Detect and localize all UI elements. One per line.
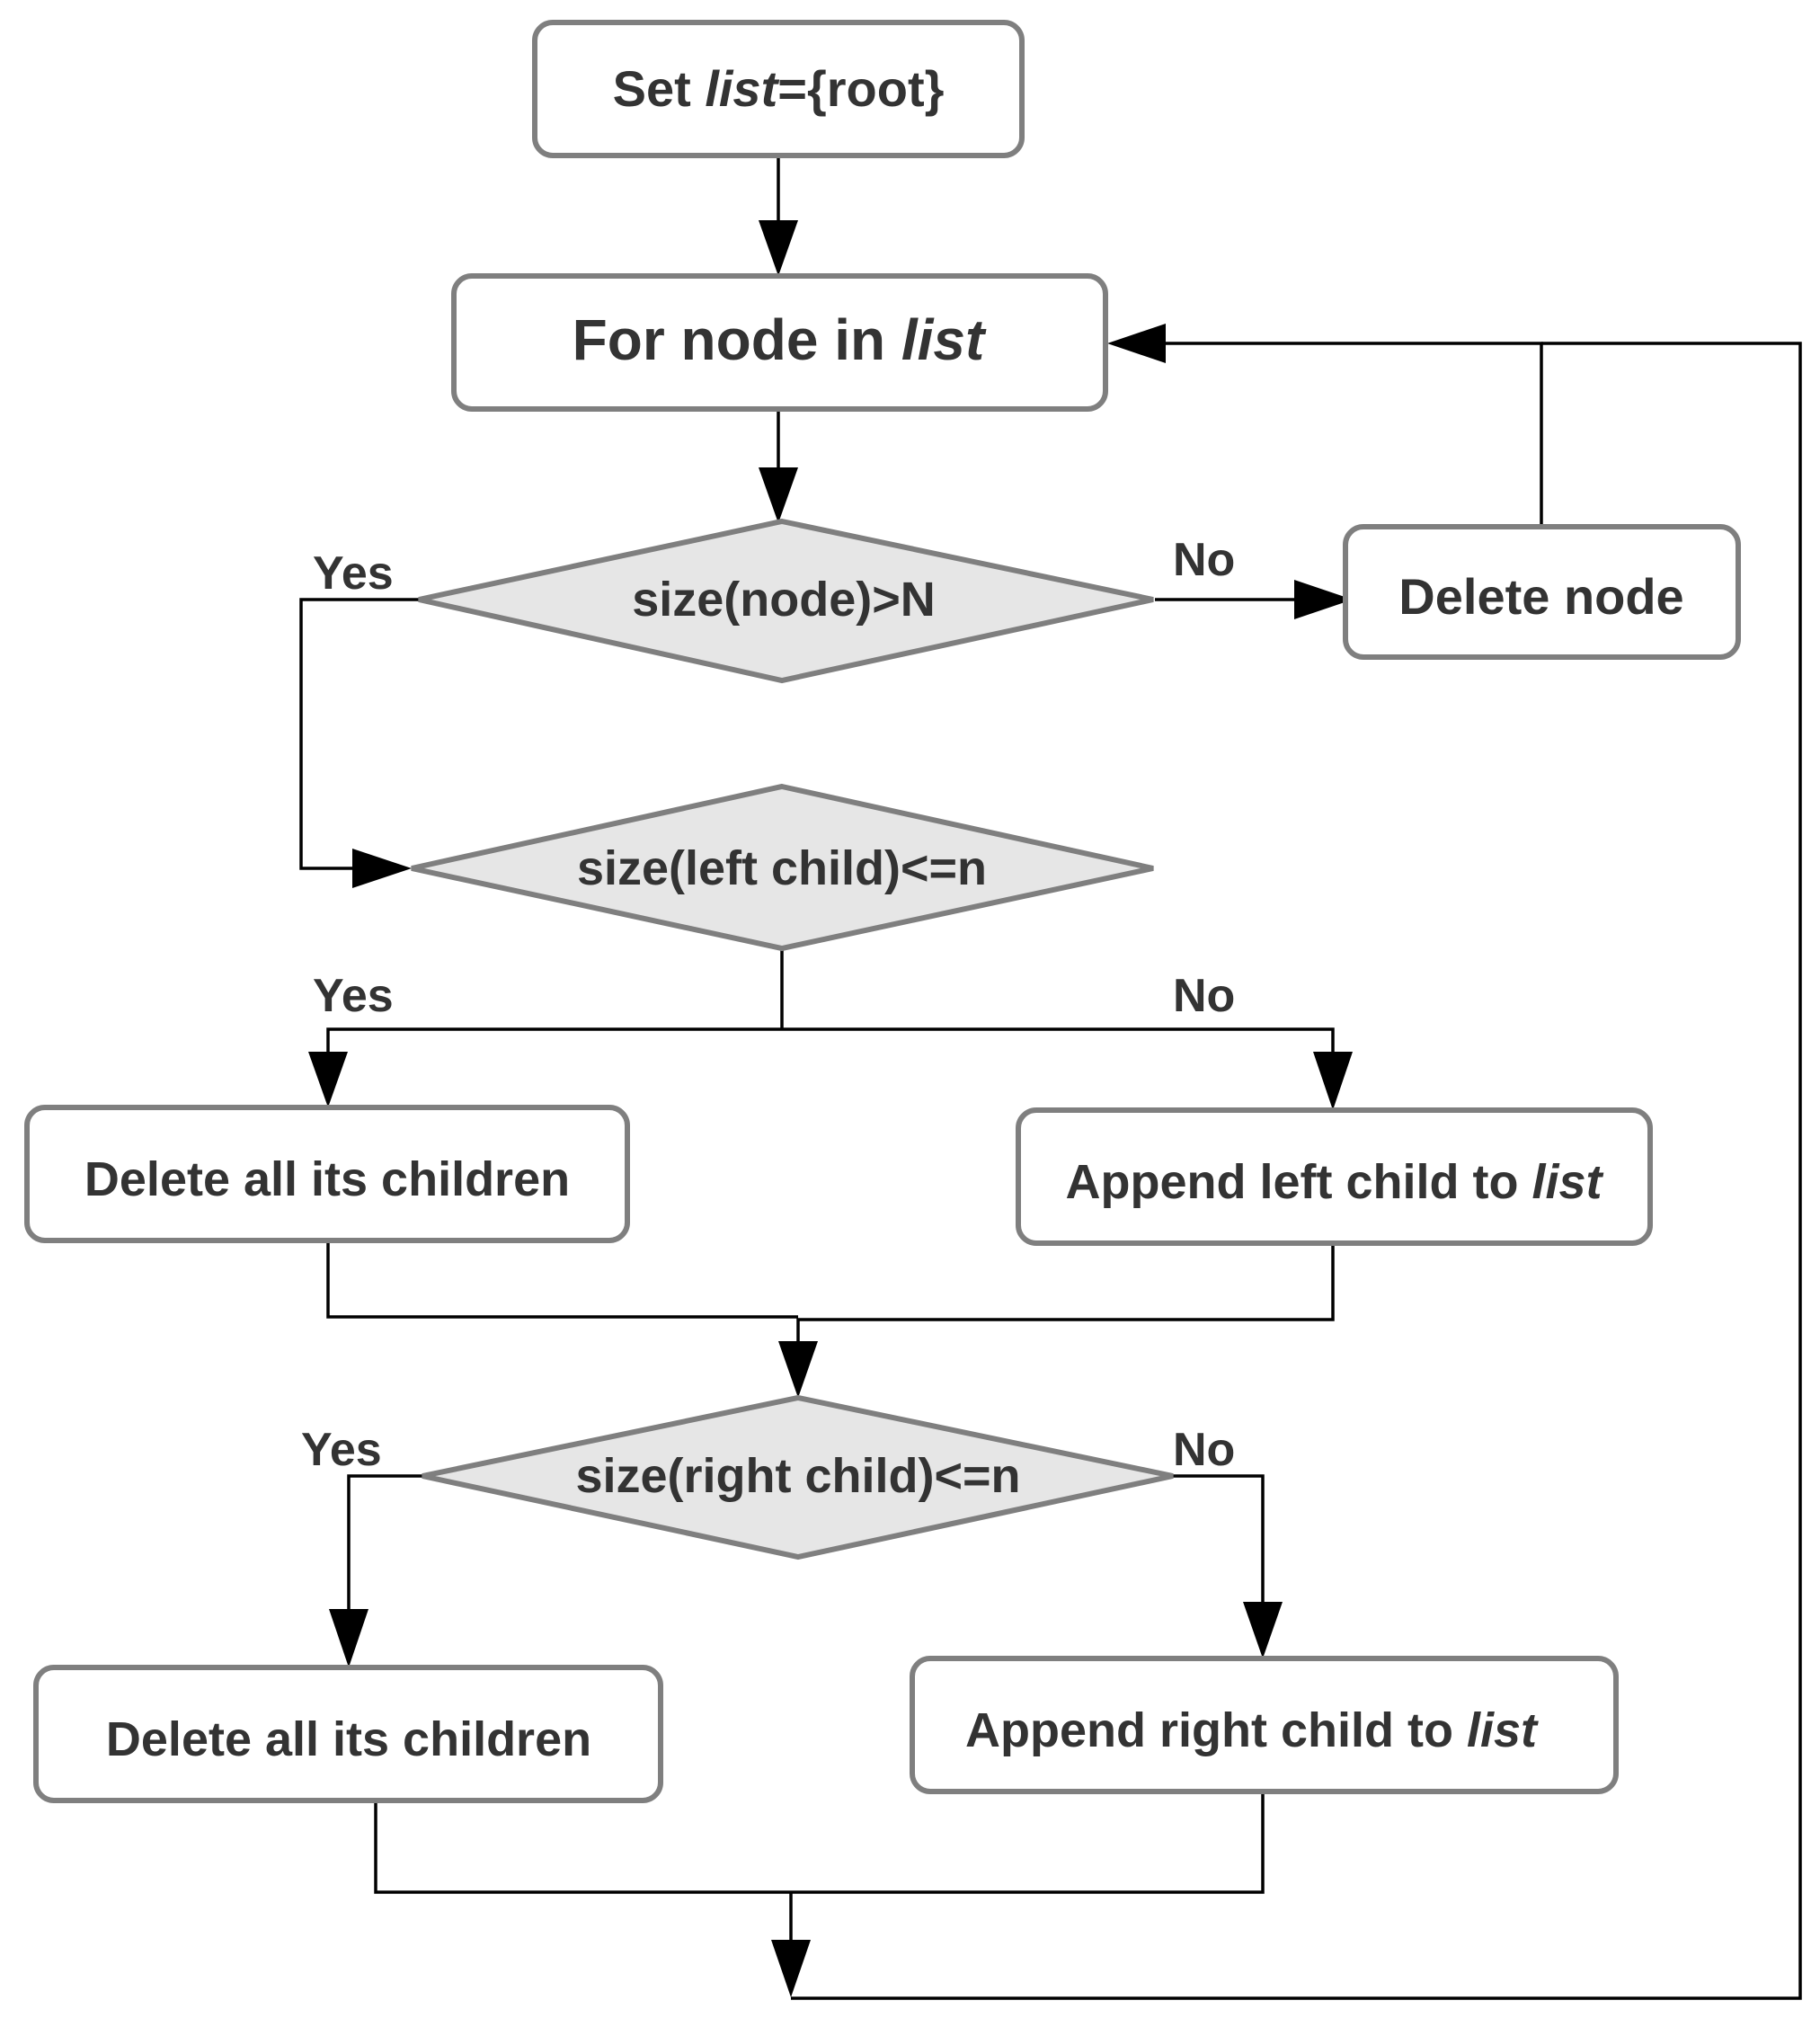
process-box — [910, 1656, 1619, 1794]
node-for-node: For node in list — [451, 273, 1108, 412]
arrowhead-decision-no — [1294, 580, 1353, 619]
connector-right-merge — [374, 1792, 1265, 1955]
arrowhead-right-yes — [329, 1609, 368, 1667]
node-label: Delete all its children — [84, 1152, 570, 1206]
label-size-right-no: No — [1173, 1424, 1235, 1476]
arrowhead-left-no — [1313, 1052, 1353, 1110]
label-size-node-no: No — [1173, 534, 1235, 586]
connector-right-yes — [347, 1474, 422, 1614]
decision-size-left: size(left child)<=n — [411, 783, 1154, 952]
connector-left-merge — [326, 1242, 1335, 1371]
edge-labels: Yes No Yes No Yes No — [301, 534, 1235, 1476]
process-box — [1343, 524, 1741, 660]
decision-diamond — [411, 783, 1154, 952]
arrowhead-left-merge — [778, 1341, 818, 1398]
arrowhead-right-merge — [771, 1940, 811, 1997]
node-label: Delete node — [1398, 568, 1683, 625]
node-delete-node: Delete node — [1343, 524, 1741, 660]
node-append-right: Append right child to list — [910, 1656, 1619, 1794]
node-delete-children-left: Delete all its children — [24, 1105, 630, 1243]
node-append-left: Append left child to list — [1016, 1107, 1653, 1246]
connector-delete-loop — [1159, 342, 1543, 527]
node-label: size(right child)<=n — [575, 1449, 1020, 1503]
process-box — [1016, 1107, 1653, 1246]
label-size-node-yes: Yes — [313, 547, 394, 600]
decision-diamond — [418, 518, 1154, 684]
node-label: Append right child to list — [965, 1703, 1539, 1757]
arrowhead-right-no — [1243, 1602, 1283, 1658]
connectors — [299, 157, 1802, 2000]
arrowhead-set-to-for — [759, 220, 798, 276]
label-size-left-yes: Yes — [313, 970, 394, 1022]
node-label: Append left child to list — [1066, 1155, 1604, 1209]
arrowhead-for-to-decision — [759, 467, 798, 523]
decision-size-node: size(node)>N — [418, 518, 1154, 684]
label-size-right-yes: Yes — [301, 1424, 382, 1476]
process-box — [24, 1105, 630, 1243]
decision-size-right: size(right child)<=n — [422, 1394, 1174, 1560]
connector-main-loop — [791, 342, 1802, 2000]
node-label: Set list={root} — [613, 60, 945, 117]
process-box — [532, 20, 1025, 158]
label-size-left-no: No — [1173, 970, 1235, 1022]
node-delete-children-right: Delete all its children — [33, 1665, 663, 1803]
arrowhead-left-yes — [308, 1052, 348, 1107]
node-label: Delete all its children — [106, 1712, 591, 1766]
decision-diamond — [422, 1394, 1174, 1560]
arrowhead-delete-loop — [1107, 324, 1166, 363]
process-box — [451, 273, 1108, 412]
node-set-list: Set list={root} — [532, 20, 1025, 158]
connector-right-no — [1173, 1474, 1265, 1609]
node-label: For node in list — [573, 307, 987, 372]
process-box — [33, 1665, 663, 1803]
node-label: size(node)>N — [632, 573, 936, 627]
connector-decision-yes — [299, 598, 419, 870]
arrowhead-decision-yes — [352, 849, 412, 888]
node-label: size(left child)<=n — [577, 841, 987, 895]
